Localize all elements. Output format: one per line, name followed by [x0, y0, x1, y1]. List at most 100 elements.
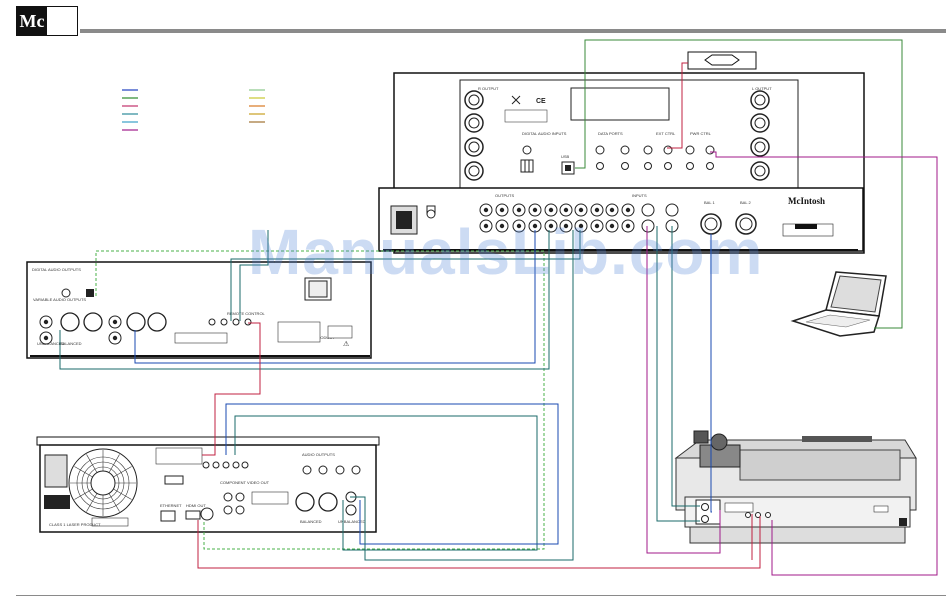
data-ports-label: DATA PORTS: [598, 131, 623, 136]
laptop-computer: [790, 271, 887, 337]
l-output-label: L OUTPUT: [752, 86, 772, 91]
bd-balanced-label: BALANCED: [300, 519, 322, 524]
rca-jack: [335, 465, 345, 475]
fan-spoke: [86, 454, 98, 473]
mcintosh-logo: Mc: [16, 6, 78, 36]
rca-jack-pin: [609, 207, 615, 213]
watermark: ManualsLib.com: [248, 216, 764, 288]
data-port-jack: [686, 162, 694, 170]
data-port-jack: [706, 162, 714, 170]
ethernet-port[interactable]: [160, 510, 176, 522]
rca-input-jack: [641, 203, 655, 217]
wire-legend: [122, 89, 265, 131]
header-rule: [80, 29, 946, 33]
component-label: COMPONENT VIDEO OUT: [220, 480, 270, 485]
amplifier-rca-jacks: [479, 145, 715, 233]
rca-jack-pin: [548, 223, 554, 229]
xlr-jack: [318, 492, 338, 512]
rca-jack-pin: [483, 223, 489, 229]
cd-unbal-label: UNBALANCED: [37, 341, 64, 346]
mcintosh-brand: McIntosh: [788, 196, 825, 206]
rca-jack: [351, 465, 361, 475]
binding-post-core: [754, 141, 766, 153]
ext-ctrl-label: EXT CTRL: [656, 131, 676, 136]
bal1-label: BAL 1: [704, 200, 716, 205]
data-port-jack: [664, 162, 672, 170]
usb-label: USB: [561, 154, 570, 159]
rca-jack-pin: [516, 207, 522, 213]
left-speaker-posts: [750, 90, 770, 181]
xlr-jack: [295, 492, 315, 512]
data-port-jack: [595, 145, 605, 155]
data-port-jack: [663, 145, 673, 155]
rca-jack-pin: [625, 223, 631, 229]
r-output-label: R OUTPUT: [478, 86, 499, 91]
binding-post-core: [468, 117, 480, 129]
cd-bal-label: BALANCED: [60, 341, 82, 346]
rca-jack-pin: [532, 223, 538, 229]
rca-jack-pin: [516, 223, 522, 229]
binding-post-core: [754, 165, 766, 177]
component-jack: [223, 505, 233, 515]
rca-jack: [302, 465, 312, 475]
data-port-jack: [685, 145, 695, 155]
binding-post-core: [754, 117, 766, 129]
rca-jack-pin: [43, 319, 49, 325]
fan-spoke: [74, 488, 93, 500]
rca-input-jack: [665, 203, 679, 217]
rca-jack-pin: [532, 207, 538, 213]
binding-post-core: [468, 165, 480, 177]
rca-input-jack: [641, 219, 655, 233]
binding-post-core: [468, 141, 480, 153]
data-port-jack: [643, 145, 653, 155]
bd-audio-outputs-label: AUDIO OUTPUTS: [302, 452, 335, 457]
rca-jack-pin: [609, 223, 615, 229]
cd-variable-label: VARIABLE AUDIO OUTPUTS: [33, 297, 86, 302]
control-jack: [241, 461, 249, 469]
fan-spoke: [113, 466, 132, 478]
data-port-jack: [620, 145, 630, 155]
binding-post-core: [468, 94, 480, 106]
cd-player-rear-panel: DIGITAL AUDIO OUTPUTS VARIABLE AUDIO OUT…: [26, 261, 372, 359]
rca-jack-pin: [563, 207, 569, 213]
data-port-jack: [644, 162, 652, 170]
data-port-jack: [621, 162, 629, 170]
rca-jack-pin: [499, 223, 505, 229]
rca-jack-pin: [112, 335, 118, 341]
rca-jack-pin: [499, 207, 505, 213]
rca-jack: [318, 465, 328, 475]
rca-jack-pin: [594, 223, 600, 229]
bd-unbalanced-label: UNBALANCED: [338, 519, 365, 524]
control-jack: [232, 461, 240, 469]
fan-grill: [70, 450, 136, 516]
logo-mark: Mc: [17, 7, 47, 35]
control-jack: [244, 318, 252, 326]
bluray-output-jacks: [200, 461, 361, 521]
rca-jack-pin: [112, 319, 118, 325]
cd-output-jacks: [39, 312, 252, 345]
xlr-jack: [60, 312, 80, 332]
rca-jack-pin: [43, 335, 49, 341]
bd-laser-label: CLASS 1 LASER PRODUCT: [49, 522, 101, 527]
rca-jack-pin: [548, 207, 554, 213]
component-jack: [235, 505, 245, 515]
component-jack: [223, 492, 233, 502]
xlr-jack: [147, 312, 167, 332]
binding-post-core: [754, 94, 766, 106]
control-jack: [232, 318, 240, 326]
ethernet-label: ETHERNET: [160, 503, 182, 508]
inputs-label: INPUTS: [632, 193, 647, 198]
control-jack: [220, 318, 228, 326]
rca-jack-pin: [578, 223, 584, 229]
cd-digital-label: DIGITAL AUDIO OUTPUTS: [32, 267, 81, 272]
ac-outlet-box: [687, 51, 757, 70]
control-jack: [202, 461, 210, 469]
hdmi-port[interactable]: [185, 510, 201, 520]
rca-jack-pin: [625, 207, 631, 213]
connection-wires: [59, 39, 938, 576]
bluray-player-rear-panel: ETHERNET HDMI OUT COMPONENT VIDEO OUT AU…: [36, 436, 380, 533]
rca-jack-pin: [483, 207, 489, 213]
data-port-jack: [705, 145, 715, 155]
digital-inputs-label: DIGITAL AUDIO INPUTS: [522, 131, 567, 136]
rca-jack-pin: [563, 223, 569, 229]
